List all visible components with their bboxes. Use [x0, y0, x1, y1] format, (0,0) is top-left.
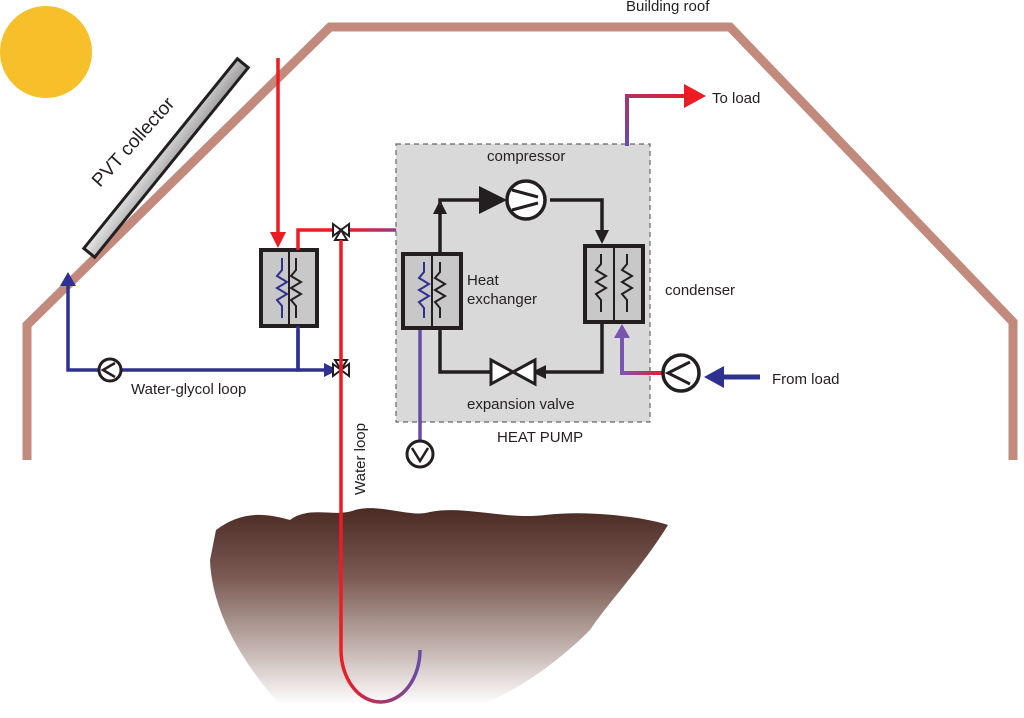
- pvt-collector: [81, 56, 251, 260]
- sun-icon: [0, 6, 92, 98]
- from-load-label: From load: [772, 371, 840, 388]
- water-cold-pipe-bottom: [296, 326, 336, 372]
- heat-exchanger-label-line2: exchanger: [467, 291, 537, 308]
- ground-body: [210, 508, 668, 705]
- refrigerant-line-compressor-to-condenser: [550, 198, 604, 238]
- building-roof-outline: [22, 22, 1018, 460]
- refrigerant-arrow-up: [433, 200, 447, 214]
- load-return-arrow-up: [614, 324, 630, 338]
- pvt-collector-label: PVT collector: [88, 93, 179, 191]
- load-return-pipe: [620, 330, 664, 375]
- expansion-valve-icon: [489, 357, 537, 387]
- refrigerant-arrow-left: [532, 365, 546, 379]
- from-load-arrow: [704, 366, 724, 388]
- water-loop-pump-icon: [405, 439, 435, 469]
- condenser-heat-exchanger: [583, 244, 645, 324]
- evaporator-heat-exchanger: [401, 252, 463, 330]
- load-pump-icon: [661, 353, 701, 393]
- water-glycol-arrow-up: [60, 272, 76, 286]
- water-loop-u-bend: [339, 649, 422, 704]
- to-load-arrow: [684, 84, 706, 108]
- water-hot-pipe-top: [296, 228, 336, 250]
- to-load-label: To load: [712, 90, 760, 107]
- refrigerant-line-condenser-to-valve: [540, 322, 604, 374]
- heat-pump-label: HEAT PUMP: [497, 429, 583, 446]
- expansion-valve-label: expansion valve: [467, 396, 575, 413]
- building-roof-label: Building roof: [626, 0, 710, 15]
- water-loop-label: Water loop: [352, 423, 369, 495]
- water-glycol-loop-label: Water-glycol loop: [131, 381, 246, 398]
- collector-hot-arrow-down: [270, 232, 286, 248]
- water-cold-arrow: [324, 363, 338, 377]
- compressor-label: compressor: [487, 148, 565, 165]
- load-supply-pipe: [625, 94, 690, 146]
- heat-exchanger-label-line1: Heat: [467, 272, 500, 289]
- refrigerant-arrow-down: [595, 230, 609, 244]
- three-way-valve-top: [332, 222, 350, 241]
- condenser-label: condenser: [665, 282, 735, 299]
- compressor-icon: [505, 179, 547, 221]
- water-glycol-pump-icon: [97, 357, 123, 383]
- refrigerant-line-valve-to-evap: [438, 330, 490, 374]
- glycol-heat-exchanger: [259, 248, 319, 328]
